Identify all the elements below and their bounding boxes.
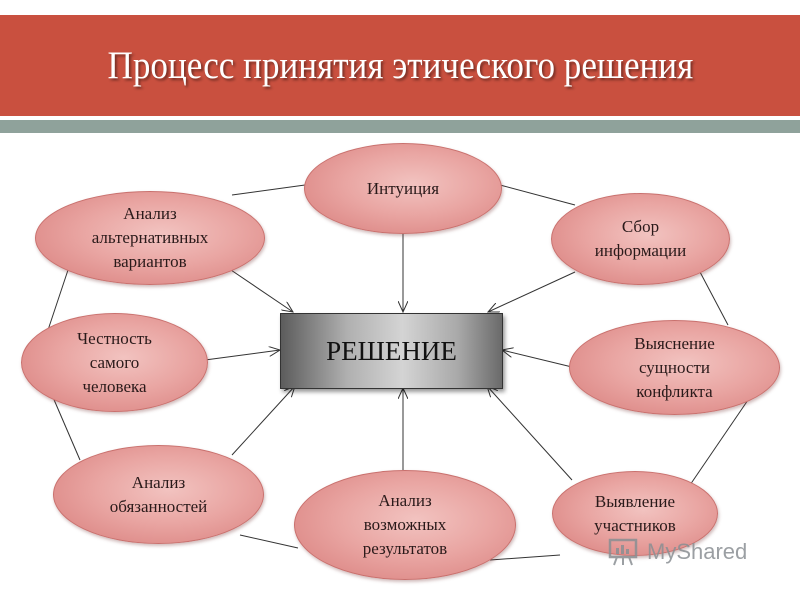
node-conflict-clarification: Выяснение сущности конфликта <box>569 320 780 415</box>
node-participants-identification: Выявление участников <box>552 471 718 556</box>
node-label: Сбор информации <box>594 217 687 260</box>
decision-box: РЕШЕНИЕ <box>280 313 503 389</box>
title-stripe-divider <box>0 120 800 133</box>
presentation-board-icon <box>608 538 638 566</box>
page-title: Процесс принятия этического решения <box>107 44 693 87</box>
node-duties-analysis: Анализ обязанностей <box>53 445 264 544</box>
title-banner: Процесс принятия этического решения <box>0 15 800 116</box>
decision-label: РЕШЕНИЕ <box>326 335 457 366</box>
watermark-text: MyShared <box>647 539 748 564</box>
node-label: Интуиция <box>366 178 440 198</box>
node-label: Честность самого человека <box>77 328 152 396</box>
node-results-analysis: Анализ возможных результатов <box>294 470 516 580</box>
node-personal-honesty: Честность самого человека <box>21 313 208 412</box>
node-alternatives-analysis: Анализ альтернативных вариантов <box>35 191 265 285</box>
node-label: Выявление участников <box>594 491 676 535</box>
node-information-gathering: Сбор информации <box>551 193 730 285</box>
node-intuition: Интуиция <box>304 143 502 234</box>
node-label: Анализ альтернативных вариантов <box>91 204 209 271</box>
node-label: Анализ обязанностей <box>109 472 208 516</box>
node-label: Выяснение сущности конфликта <box>634 333 715 401</box>
node-label: Анализ возможных результатов <box>362 491 448 558</box>
watermark: MyShared <box>607 537 747 567</box>
